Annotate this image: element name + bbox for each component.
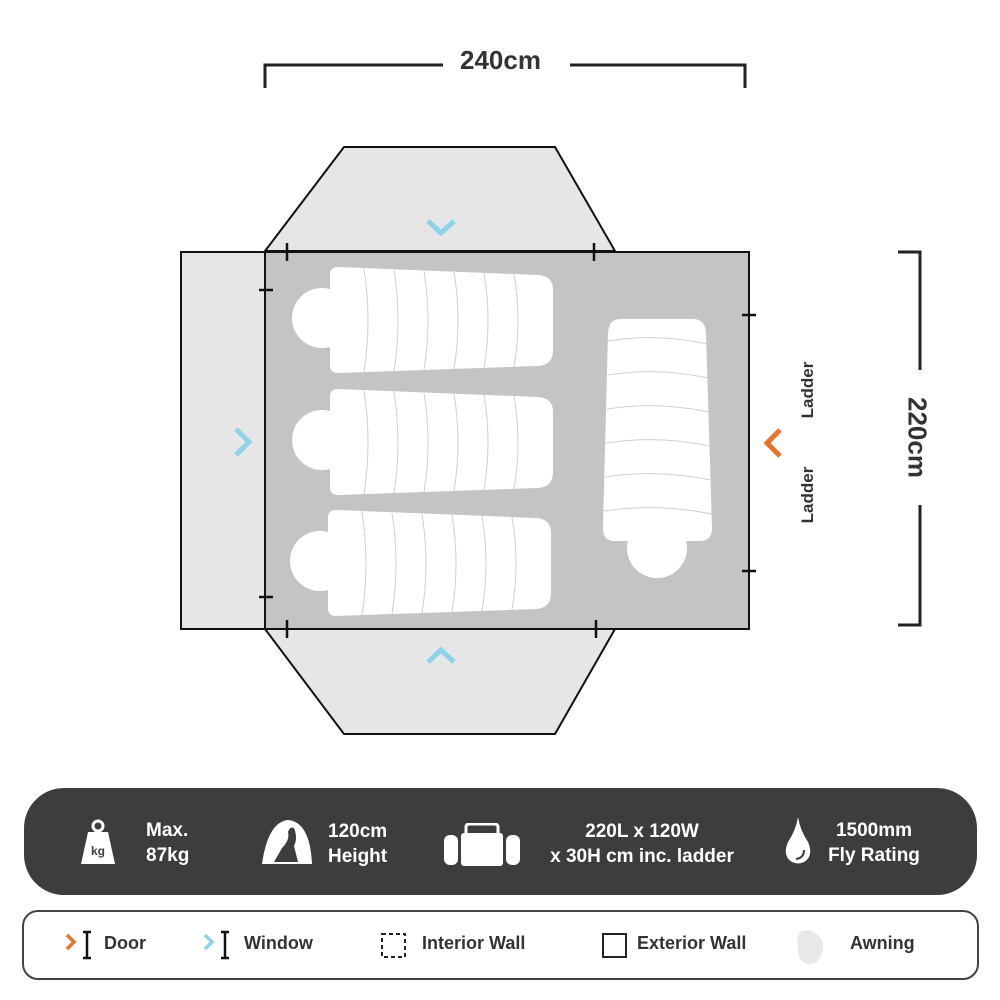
wall-ticks: [259, 243, 756, 638]
water-drop-icon: [785, 817, 811, 864]
weight-icon: kg: [81, 819, 115, 864]
depth-label: 220cm: [902, 397, 933, 478]
door-icon: [65, 930, 91, 960]
ladder-label-top: Ladder: [798, 361, 817, 419]
bag-icon: [444, 823, 520, 866]
window-icon: [203, 930, 229, 960]
legend-exterior-wall-label: Exterior Wall: [637, 933, 747, 953]
width-label: 240cm: [460, 45, 541, 75]
awning-icon: [797, 930, 824, 964]
width-dimension-line: [263, 63, 747, 88]
sleeping-bag-4: [603, 319, 712, 578]
window-arrow-left: [234, 427, 253, 457]
spec-weight-text: Max.87kg: [146, 820, 190, 866]
door-arrow-right: [763, 428, 782, 458]
legend-awning-label: Awning: [850, 933, 915, 953]
window-arrow-bottom: [426, 646, 456, 664]
legend-door-label: Door: [104, 933, 146, 953]
window-arrow-top: [426, 219, 456, 237]
svg-text:kg: kg: [91, 844, 105, 858]
sleeping-bag-3: [290, 510, 551, 616]
sleeping-bag-2: [292, 389, 553, 495]
ladder-label-bottom: Ladder: [798, 466, 817, 524]
awning-bottom: [262, 628, 617, 735]
depth-dimension-line: [898, 250, 922, 627]
tent-height-icon: [262, 820, 312, 864]
legend: Door Window Interior Wall Exterior Wall …: [22, 910, 979, 980]
awning-left: [180, 251, 266, 630]
interior-wall-icon: [381, 933, 406, 958]
legend-interior-wall-label: Interior Wall: [422, 933, 526, 953]
exterior-wall-icon: [602, 933, 627, 958]
bag-quilting: [361, 268, 713, 616]
sleeping-bag-1: [292, 267, 553, 373]
tent-floor-plan: [180, 63, 922, 735]
legend-window-label: Window: [244, 933, 313, 953]
